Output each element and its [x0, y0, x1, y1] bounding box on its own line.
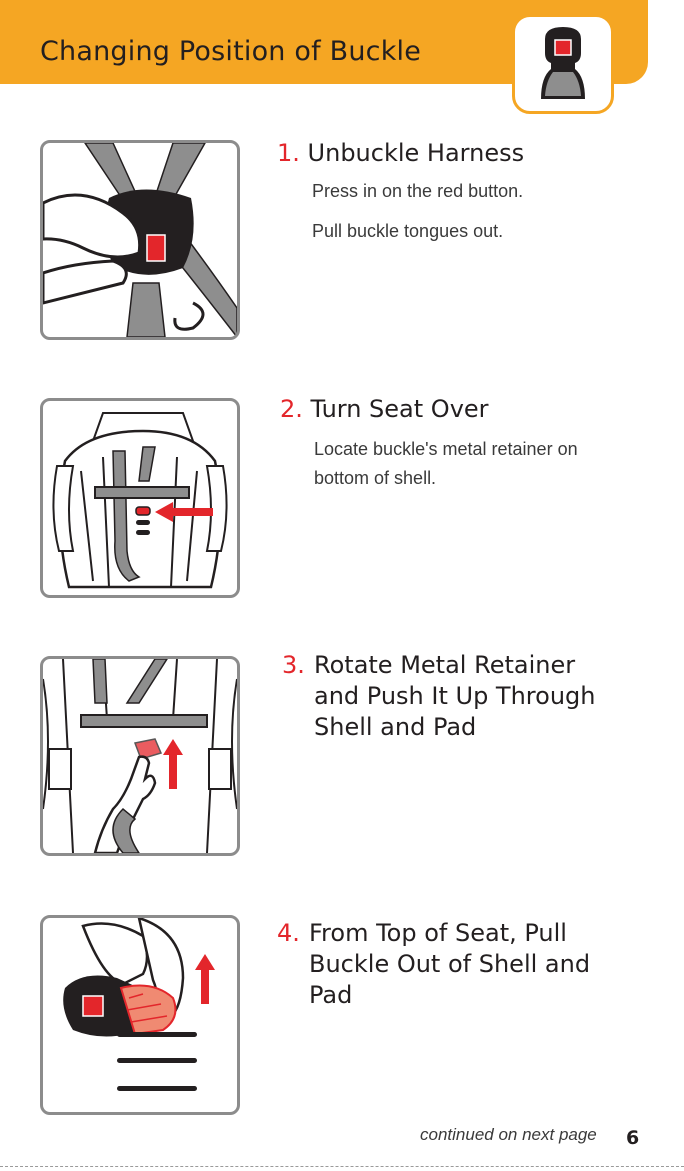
step-4-illustration [40, 915, 240, 1115]
step-3-title: 3. Rotate Metal Retainer and Push It Up … [282, 650, 595, 743]
step-4-heading-line-3: Pad [309, 981, 353, 1009]
step-3-illustration [40, 656, 240, 856]
step-1-number: 1. [277, 139, 300, 167]
step-3-heading-line-1: Rotate Metal Retainer [314, 651, 576, 679]
bottom-divider [0, 1166, 684, 1167]
step-2-heading: Turn Seat Over [310, 395, 489, 423]
page-title: Changing Position of Buckle [40, 36, 422, 67]
step-4-heading-line-1: From Top of Seat, Pull [309, 919, 567, 947]
step-3-number: 3. [282, 651, 305, 679]
step-1-line-1: Press in on the red button. [312, 181, 524, 201]
step-1-illustration [40, 140, 240, 340]
step-2-number: 2. [280, 395, 303, 423]
step-1-line-2: Pull buckle tongues out. [312, 221, 504, 241]
step-4-heading-line-2: Buckle Out of Shell and [309, 950, 591, 978]
step-2-line-1: Locate buckle's metal retainer on [314, 439, 578, 459]
step-2-body: Locate buckle's metal retainer on bottom… [314, 435, 578, 493]
page-number: 6 [626, 1127, 640, 1149]
step-4-number: 4. [277, 919, 300, 947]
step-2-line-2: bottom of shell. [314, 468, 437, 488]
step-4-title: 4. From Top of Seat, Pull Buckle Out of … [277, 918, 590, 1011]
step-2-title: 2. Turn Seat Over [280, 394, 489, 425]
buckle-icon [541, 27, 585, 99]
step-1-body: Press in on the red button. Pull buckle … [312, 177, 523, 246]
continued-note: continued on next page [420, 1125, 597, 1144]
step-1-title: 1. Unbuckle Harness [277, 138, 524, 169]
buckle-badge [512, 14, 614, 114]
step-2-illustration [40, 398, 240, 598]
step-1-heading: Unbuckle Harness [307, 139, 525, 167]
step-3-heading-line-3: Shell and Pad [314, 713, 477, 741]
step-3-heading-line-2: and Push It Up Through [314, 682, 596, 710]
